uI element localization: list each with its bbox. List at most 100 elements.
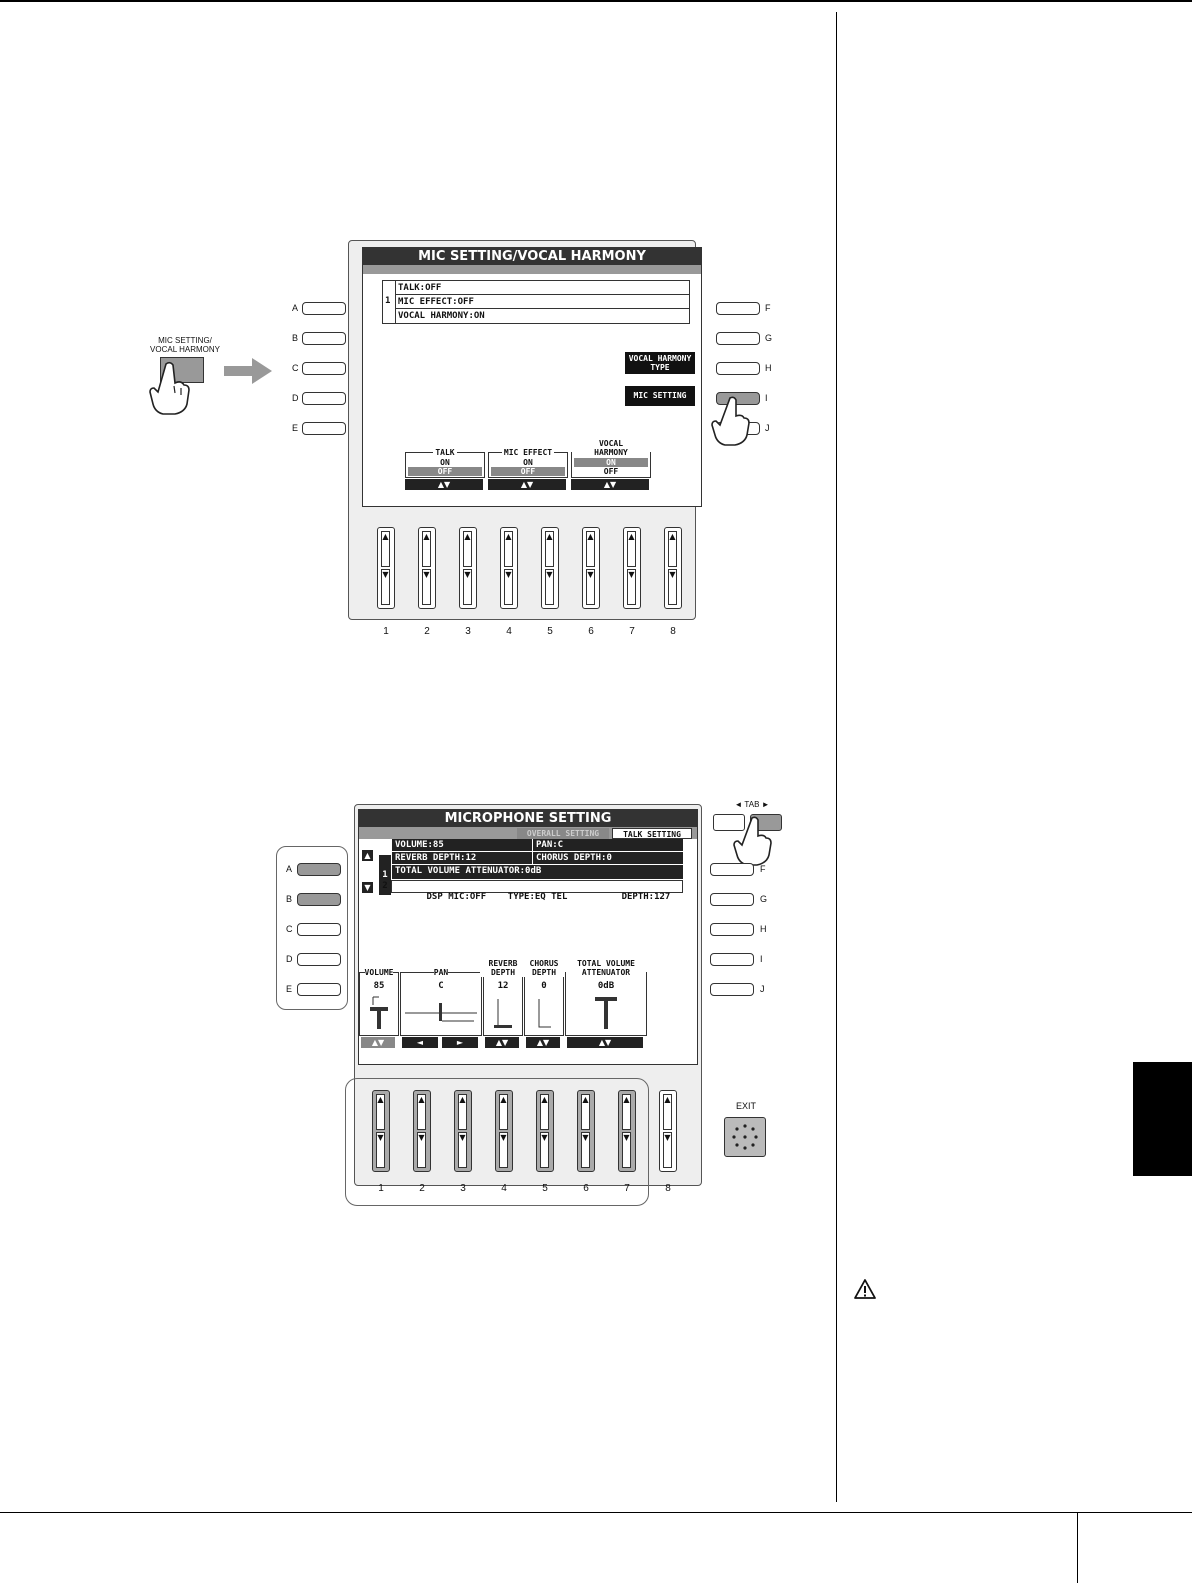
bottom-button-6[interactable]: ▲▼	[577, 1090, 595, 1172]
button-label-f: F	[760, 864, 766, 874]
tab-talk-setting[interactable]: TALK SETTING	[612, 828, 692, 839]
bottom-button-4[interactable]: ▲▼	[495, 1090, 513, 1172]
button-number: 2	[419, 1183, 425, 1194]
vocal-harmony-type-button[interactable]: VOCAL HARMONY TYPE	[625, 352, 695, 374]
chorus-depth-cell[interactable]: CHORUS DEPTH:0	[533, 852, 683, 865]
side-button-g[interactable]	[710, 893, 754, 906]
button-label-a: A	[292, 303, 299, 313]
pan-cell[interactable]: PAN:C	[533, 839, 683, 852]
side-button-h[interactable]	[710, 923, 754, 936]
volume-cell[interactable]: VOLUME:85	[392, 839, 533, 852]
up-arrow-icon: ▲	[504, 531, 513, 567]
total-volume-attenuator-slider[interactable]: TOTAL VOLUME ATTENUATOR 0dB	[565, 959, 647, 1036]
button-label-a: A	[286, 864, 293, 874]
side-button-f[interactable]	[710, 863, 754, 876]
button-label-i: I	[765, 393, 768, 403]
chorus-depth-slider[interactable]: CHORUS DEPTH 0	[521, 959, 567, 1036]
side-button-h[interactable]	[716, 362, 760, 375]
up-arrow-icon: ▲	[581, 1094, 590, 1130]
side-button-i[interactable]	[716, 392, 760, 405]
reverb-depth-slider[interactable]: REVERB DEPTH 12	[480, 959, 526, 1036]
tva-arrows: ▲▼	[567, 1037, 643, 1048]
button-number: 5	[547, 626, 553, 637]
button-number: 4	[501, 1183, 507, 1194]
bottom-button-8[interactable]: ▲▼	[659, 1090, 677, 1172]
down-arrow-icon: ▼	[381, 569, 390, 605]
mic-effect-arrows: ▲▼	[488, 479, 566, 490]
scroll-down-icon[interactable]: ▼	[362, 882, 373, 893]
pan-right-arrow: ►	[442, 1037, 478, 1048]
fader-icon	[595, 997, 617, 1029]
tab-left-button[interactable]	[713, 814, 745, 831]
exit-button[interactable]	[724, 1117, 766, 1157]
mic-effect-control[interactable]: MIC EFFECT ON OFF	[488, 448, 568, 478]
talk-arrows: ▲▼	[405, 479, 483, 490]
bottom-button-6[interactable]: ▲▼	[582, 527, 600, 609]
side-button-d[interactable]	[297, 953, 341, 966]
lcd-title: MICROPHONE SETTING	[359, 810, 697, 827]
up-arrow-icon: ▲	[381, 531, 390, 567]
button-number: 8	[665, 1183, 671, 1194]
button-label-g: G	[760, 894, 768, 904]
bottom-button-3[interactable]: ▲▼	[454, 1090, 472, 1172]
dsp-row[interactable]: DSP MIC:OFF TYPE:EQ TEL DEPTH:127	[391, 880, 683, 902]
button-label-i: I	[760, 954, 763, 964]
list-row[interactable]: VOCAL HARMONY:ON	[395, 308, 690, 324]
side-button-i[interactable]	[710, 953, 754, 966]
side-button-c[interactable]	[297, 923, 341, 936]
side-button-c[interactable]	[302, 362, 346, 375]
scroll-up-icon[interactable]: ▲	[362, 850, 373, 861]
total-volume-attenuator-cell[interactable]: TOTAL VOLUME ATTENUATOR:0dB	[392, 865, 683, 879]
tab-label: ◄ TAB ►	[734, 800, 770, 809]
chorus-arrows: ▲▼	[526, 1037, 560, 1048]
bottom-button-2[interactable]: ▲▼	[413, 1090, 431, 1172]
lcd-screen: MICROPHONE SETTING OVERALL SETTING TALK …	[358, 809, 698, 1065]
button-number: 4	[506, 626, 512, 637]
button-label-j: J	[760, 984, 765, 994]
side-button-b[interactable]	[302, 332, 346, 345]
list-index: 1	[385, 296, 391, 306]
footer-rule	[0, 1512, 1192, 1513]
button-number: 1	[383, 626, 389, 637]
button-label-d: D	[286, 954, 293, 964]
bottom-button-5[interactable]: ▲▼	[541, 527, 559, 609]
bottom-button-7[interactable]: ▲▼	[623, 527, 641, 609]
side-button-a[interactable]	[302, 302, 346, 315]
bottom-button-3[interactable]: ▲▼	[459, 527, 477, 609]
talk-control[interactable]: TALK ON OFF	[405, 448, 485, 478]
up-arrow-icon: ▲	[545, 531, 554, 567]
side-button-f[interactable]	[716, 302, 760, 315]
side-button-d[interactable]	[302, 392, 346, 405]
vocal-harmony-control[interactable]: VOCAL HARMONY ON OFF	[571, 439, 651, 478]
bottom-button-2[interactable]: ▲▼	[418, 527, 436, 609]
bottom-button-1[interactable]: ▲▼	[372, 1090, 390, 1172]
side-button-e[interactable]	[302, 422, 346, 435]
bottom-button-4[interactable]: ▲▼	[500, 527, 518, 609]
bottom-button-8[interactable]: ▲▼	[664, 527, 682, 609]
button-label-e: E	[292, 423, 299, 433]
down-arrow-icon: ▼	[463, 569, 472, 605]
side-button-b[interactable]	[297, 893, 341, 906]
side-button-j[interactable]	[710, 983, 754, 996]
pan-slider[interactable]: PAN C	[400, 968, 482, 1036]
footer-divider	[1077, 1512, 1078, 1583]
dial-dots-icon	[732, 1124, 758, 1150]
reverb-depth-cell[interactable]: REVERB DEPTH:12	[392, 852, 533, 865]
down-arrow-icon: ▼	[504, 569, 513, 605]
fader-icon	[494, 999, 512, 1028]
pressing-hand-icon	[733, 816, 772, 866]
bottom-button-7[interactable]: ▲▼	[618, 1090, 636, 1172]
tab-overall-setting[interactable]: OVERALL SETTING	[517, 828, 609, 839]
bottom-button-5[interactable]: ▲▼	[536, 1090, 554, 1172]
volume-arrows: ▲▼	[361, 1037, 395, 1048]
fader-icon	[538, 999, 551, 1028]
button-number: 7	[624, 1183, 630, 1194]
bottom-button-1[interactable]: ▲▼	[377, 527, 395, 609]
side-button-g[interactable]	[716, 332, 760, 345]
pressing-hand-icon	[711, 396, 750, 446]
side-button-a[interactable]	[297, 863, 341, 876]
mic-setting-button[interactable]: MIC SETTING	[625, 386, 695, 406]
up-arrow-icon: ▲	[463, 531, 472, 567]
side-button-e[interactable]	[297, 983, 341, 996]
volume-slider[interactable]: VOLUME 85	[359, 968, 399, 1036]
